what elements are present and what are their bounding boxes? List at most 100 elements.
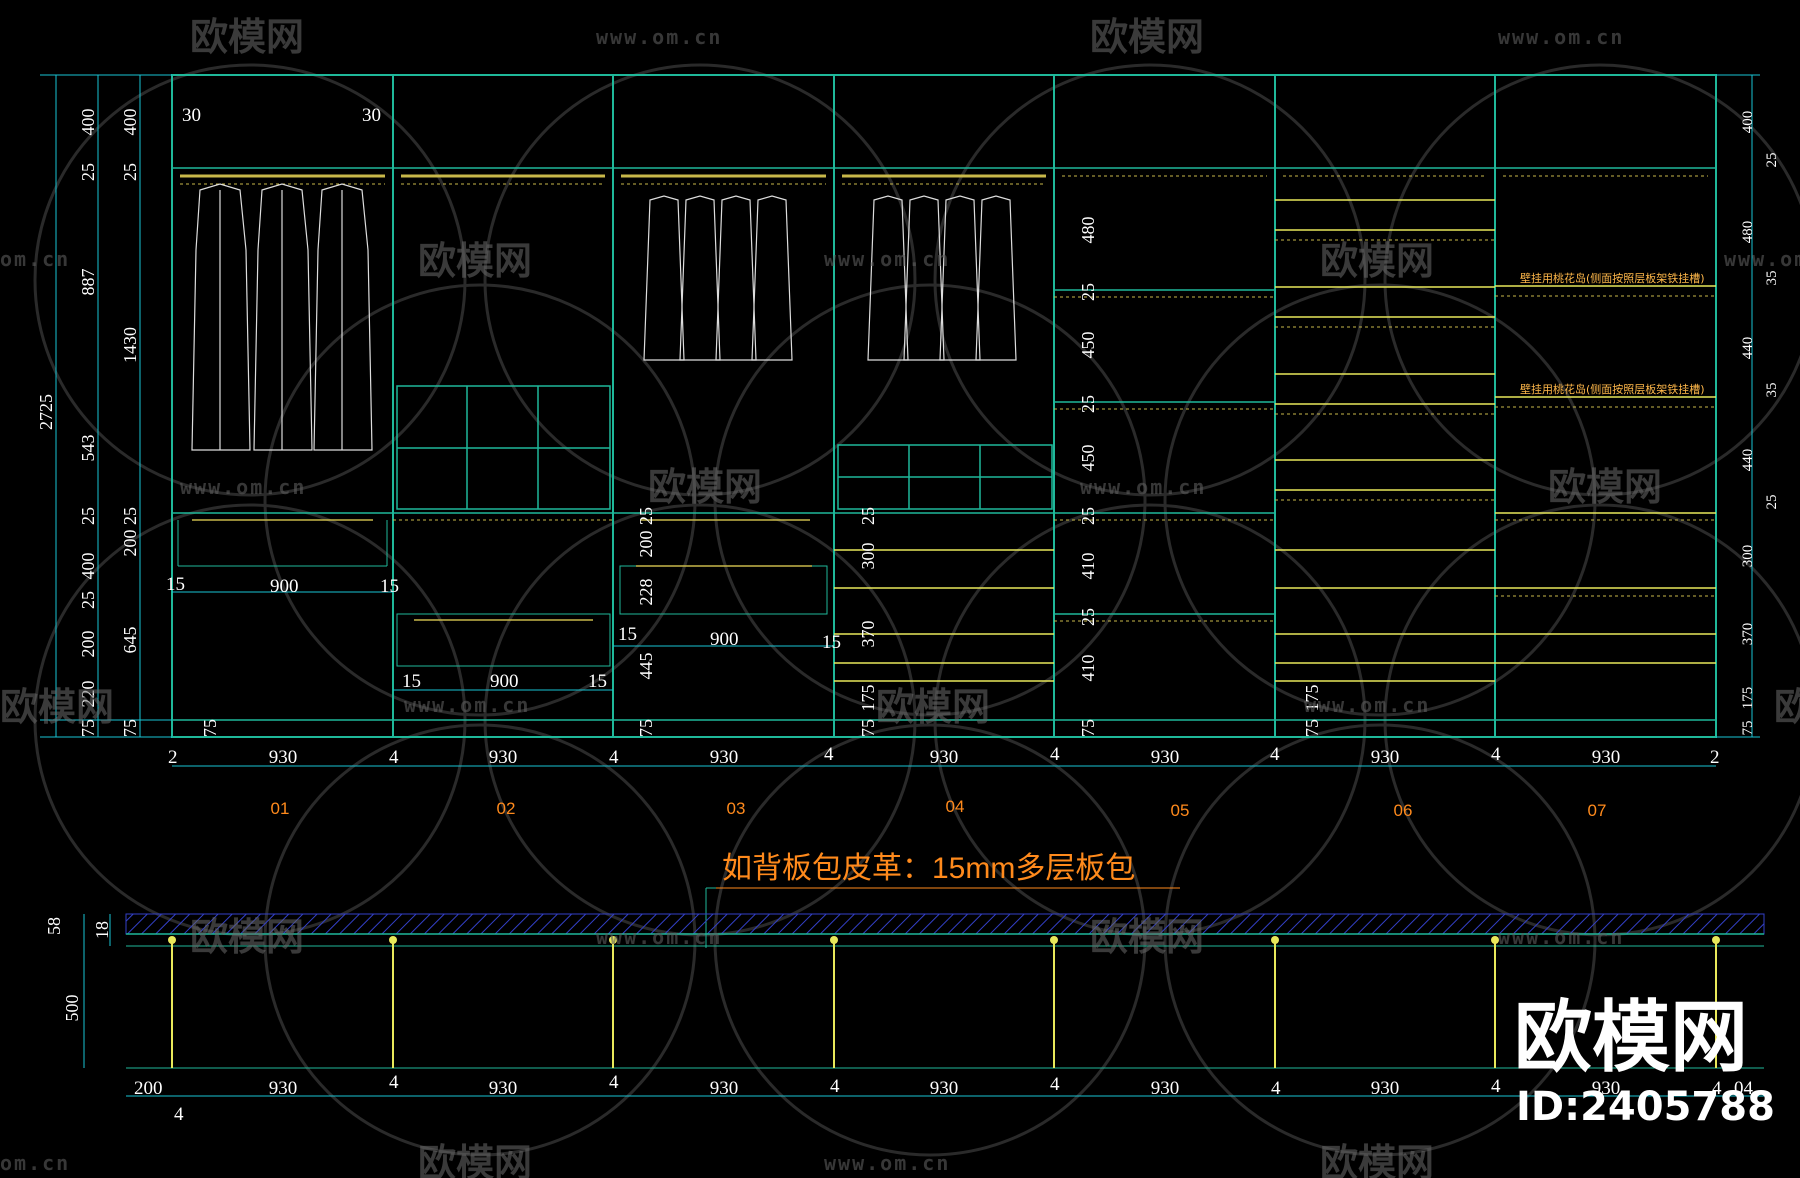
- plan-panels: [171, 940, 1717, 1068]
- svg-text:15: 15: [402, 671, 421, 692]
- cubbies-unit-02: [396, 385, 611, 510]
- watermark-brand: 欧模网: [190, 915, 304, 959]
- watermark-url: www.om.cn: [1724, 247, 1800, 271]
- svg-text:25: 25: [1078, 395, 1098, 413]
- svg-text:228: 228: [636, 579, 656, 606]
- svg-text:18: 18: [92, 921, 112, 939]
- plan-bottom-dims: 200 930 4 930 4 930 4 930 4 930 4 930 4 …: [134, 1072, 1754, 1125]
- svg-text:15: 15: [380, 576, 399, 597]
- svg-text:887: 887: [78, 269, 98, 296]
- watermark-url: www.om.cn: [180, 475, 306, 499]
- watermark-url: www.om.cn: [824, 247, 950, 271]
- watermark-url: www.om.cn: [824, 1151, 950, 1175]
- watermark-brand: 欧模网: [190, 15, 304, 59]
- inner-dimensions: 30 30 15 900 15 75 15 900 15 15 900 15 2…: [166, 105, 1322, 737]
- watermark-url: om.cn: [0, 247, 70, 271]
- svg-text:440: 440: [1740, 337, 1756, 360]
- long-coats: [191, 183, 373, 451]
- svg-text:930: 930: [710, 1078, 739, 1099]
- svg-text:25: 25: [1764, 153, 1780, 168]
- watermark-brand: 欧模网: [876, 685, 990, 729]
- svg-text:175: 175: [1740, 687, 1756, 710]
- watermark-brand: 欧模网: [1320, 239, 1434, 283]
- unit-label: 03: [727, 799, 746, 818]
- svg-text:450: 450: [1078, 332, 1098, 359]
- watermark-url: www.om.cn: [1498, 925, 1624, 949]
- watermark-url: om.cn: [0, 1151, 70, 1175]
- svg-text:450: 450: [1078, 445, 1098, 472]
- svg-text:175: 175: [858, 685, 878, 712]
- svg-text:4: 4: [1712, 1078, 1722, 1099]
- wall-note-2: 壁挂用桃花岛(侧面按照层板架铁挂槽): [1520, 382, 1705, 396]
- svg-text:25: 25: [1764, 495, 1780, 510]
- width-dim: 930: [930, 747, 959, 768]
- svg-text:370: 370: [1740, 623, 1756, 646]
- unit-label: 04: [946, 797, 965, 816]
- width-dim: 930: [1151, 747, 1180, 768]
- gap-dim: 4: [609, 747, 619, 768]
- svg-text:25: 25: [78, 591, 98, 609]
- gap-dim: 4: [389, 747, 399, 768]
- short-garments-unit-03: [643, 195, 793, 361]
- width-dim: 930: [269, 747, 298, 768]
- svg-text:930: 930: [1151, 1078, 1180, 1099]
- gap-dim: 4: [1050, 744, 1060, 765]
- svg-text:400: 400: [78, 553, 98, 580]
- svg-text:25: 25: [1078, 507, 1098, 525]
- svg-text:410: 410: [1078, 655, 1098, 682]
- shelves-unit-05: [1054, 289, 1275, 615]
- watermark-brand: 欧模网: [1090, 15, 1204, 59]
- svg-text:1430: 1430: [120, 327, 140, 363]
- svg-text:75: 75: [78, 719, 98, 737]
- svg-text:15: 15: [822, 632, 841, 653]
- watermark-layer: [33, 63, 1800, 1157]
- watermark-brand: 欧模网: [418, 1141, 532, 1178]
- svg-text:25: 25: [120, 163, 140, 181]
- svg-text:930: 930: [1371, 1078, 1400, 1099]
- wall-note-1: 壁挂用桃花岛(侧面按照层板架铁挂槽): [1520, 271, 1705, 285]
- watermarks: 欧模网 www.om.cn 欧模网 www.om.cn om.cn 欧模网 ww…: [0, 15, 1800, 1178]
- svg-text:58: 58: [44, 917, 64, 935]
- watermark-brand: 欧模网: [418, 239, 532, 283]
- svg-text:930: 930: [269, 1078, 298, 1099]
- svg-text:25: 25: [78, 507, 98, 525]
- svg-text:175: 175: [1302, 685, 1322, 712]
- unit-labels: 01 02 03 04 05 06 07: [271, 797, 1607, 820]
- watermark-url: www.om.cn: [1080, 475, 1206, 499]
- svg-text:25: 25: [1078, 608, 1098, 626]
- gap-dim: 2: [168, 747, 178, 768]
- svg-text:75: 75: [1078, 719, 1098, 737]
- gap-dim: 4: [1270, 744, 1280, 765]
- svg-text:410: 410: [1078, 553, 1098, 580]
- watermark-url: www.om.cn: [596, 25, 722, 49]
- svg-text:930: 930: [930, 1078, 959, 1099]
- shelves-unit-06: [1275, 199, 1495, 682]
- svg-text:480: 480: [1078, 217, 1098, 244]
- svg-text:75: 75: [200, 719, 220, 737]
- svg-text:300: 300: [858, 543, 878, 570]
- brand-logo-text: 欧模网: [1514, 993, 1748, 1083]
- svg-text:370: 370: [858, 621, 878, 648]
- svg-text:200: 200: [134, 1078, 163, 1099]
- watermark-brand: 欧模网: [1320, 1141, 1434, 1178]
- width-dim: 930: [1592, 747, 1621, 768]
- left-dim-col3: 400 25 1430 25 200 645 75: [120, 109, 140, 738]
- watermark-url: www.om.cn: [596, 925, 722, 949]
- svg-text:4: 4: [830, 1076, 840, 1097]
- bottom-width-dims: 2 930 4 930 4 930 4 930 4 930 4 930 4 93…: [168, 744, 1720, 768]
- svg-text:75: 75: [120, 719, 140, 737]
- unit-label: 07: [1588, 801, 1607, 820]
- svg-text:35: 35: [1764, 271, 1780, 286]
- svg-text:4: 4: [174, 1104, 184, 1125]
- elevation: 壁挂用桃花岛(侧面按照层板架铁挂槽) 壁挂用桃花岛(侧面按照层板架铁挂槽): [171, 74, 1717, 738]
- asset-id: ID:2405788: [1516, 1084, 1775, 1130]
- svg-text:25: 25: [636, 507, 656, 525]
- right-dim-text: 400 25 480 35 440 35 440 25 300 370 175 …: [1740, 111, 1780, 736]
- svg-text:480: 480: [1740, 221, 1756, 244]
- svg-text:4: 4: [389, 1072, 399, 1093]
- right-dimensions: [1716, 74, 1760, 738]
- watermark-brand: 欧模网: [0, 685, 114, 729]
- plan-view: 如背板包皮革：15mm多层板包 58 18 500 20: [44, 852, 1765, 1125]
- watermark-brand: 欧模网: [1548, 465, 1662, 509]
